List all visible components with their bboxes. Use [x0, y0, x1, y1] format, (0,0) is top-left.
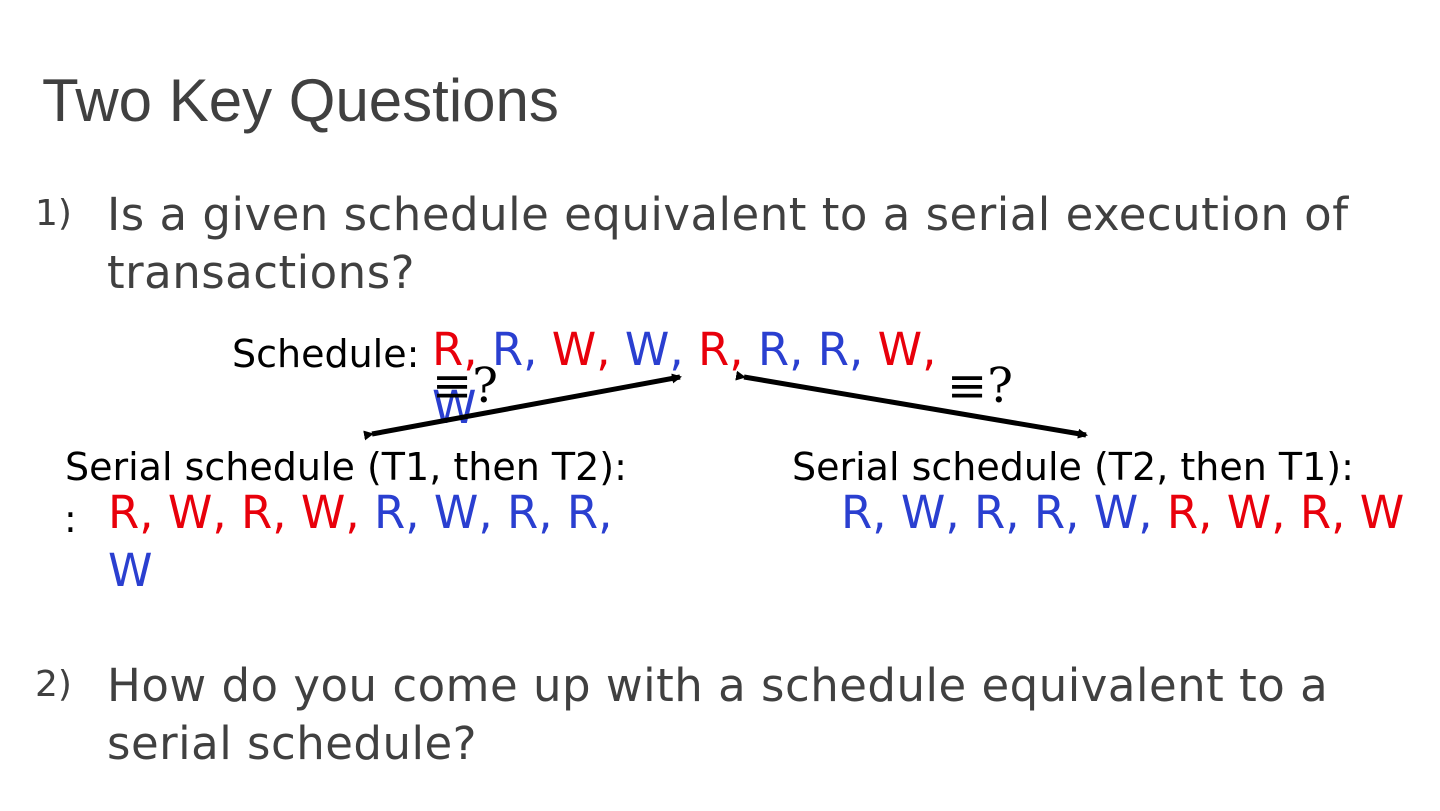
operation-r: R,: [491, 323, 552, 376]
question-2-text: How do you come up with a schedule equiv…: [107, 659, 1329, 770]
arrow-left: [363, 373, 682, 441]
operation-w: W,: [1226, 486, 1300, 539]
serial-right-label: Serial schedule (T2, then T1):: [792, 445, 1354, 489]
operation-r: R,: [1033, 486, 1094, 539]
operation-r: R,: [841, 486, 901, 539]
serial-right-sequence: R, W, R, R, W, R, W, R, W: [841, 484, 1421, 542]
schedule-label: Schedule:: [232, 332, 420, 376]
operation-r: R,: [698, 323, 758, 376]
question-1-text: Is a given schedule equivalent to a seri…: [107, 188, 1349, 299]
operation-r: R,: [566, 486, 613, 539]
operation-r: R,: [1166, 486, 1227, 539]
question-1-number: 1): [35, 193, 72, 234]
serial-left-prefix: :: [64, 497, 77, 541]
operation-r: R,: [432, 323, 492, 376]
operation-w: W,: [624, 323, 698, 376]
operation-r: R,: [241, 486, 301, 539]
operation-r: R,: [1299, 486, 1360, 539]
operation-r: R,: [507, 486, 567, 539]
operation-r: R,: [817, 323, 878, 376]
serial-left-label: Serial schedule (T1, then T2):: [65, 445, 627, 489]
operation-w: W,: [1093, 486, 1167, 539]
operation-w: W,: [433, 486, 507, 539]
operation-w: W,: [900, 486, 974, 539]
operation-w: W,: [551, 323, 625, 376]
operation-r: R,: [108, 486, 168, 539]
operation-w: W: [1359, 486, 1405, 539]
operation-w: W: [108, 544, 153, 597]
operation-w: W,: [167, 486, 241, 539]
arrow-right: [735, 370, 1088, 439]
serial-left-sequence: R, W, R, W, R, W, R, R, W: [108, 484, 668, 600]
operation-r: R,: [757, 323, 818, 376]
slide-title: Two Key Questions: [42, 67, 559, 134]
operation-w: W,: [877, 323, 937, 376]
operation-r: R,: [974, 486, 1034, 539]
operation-w: W,: [300, 486, 374, 539]
question-2-number: 2): [35, 664, 72, 705]
operation-r: R,: [374, 486, 434, 539]
